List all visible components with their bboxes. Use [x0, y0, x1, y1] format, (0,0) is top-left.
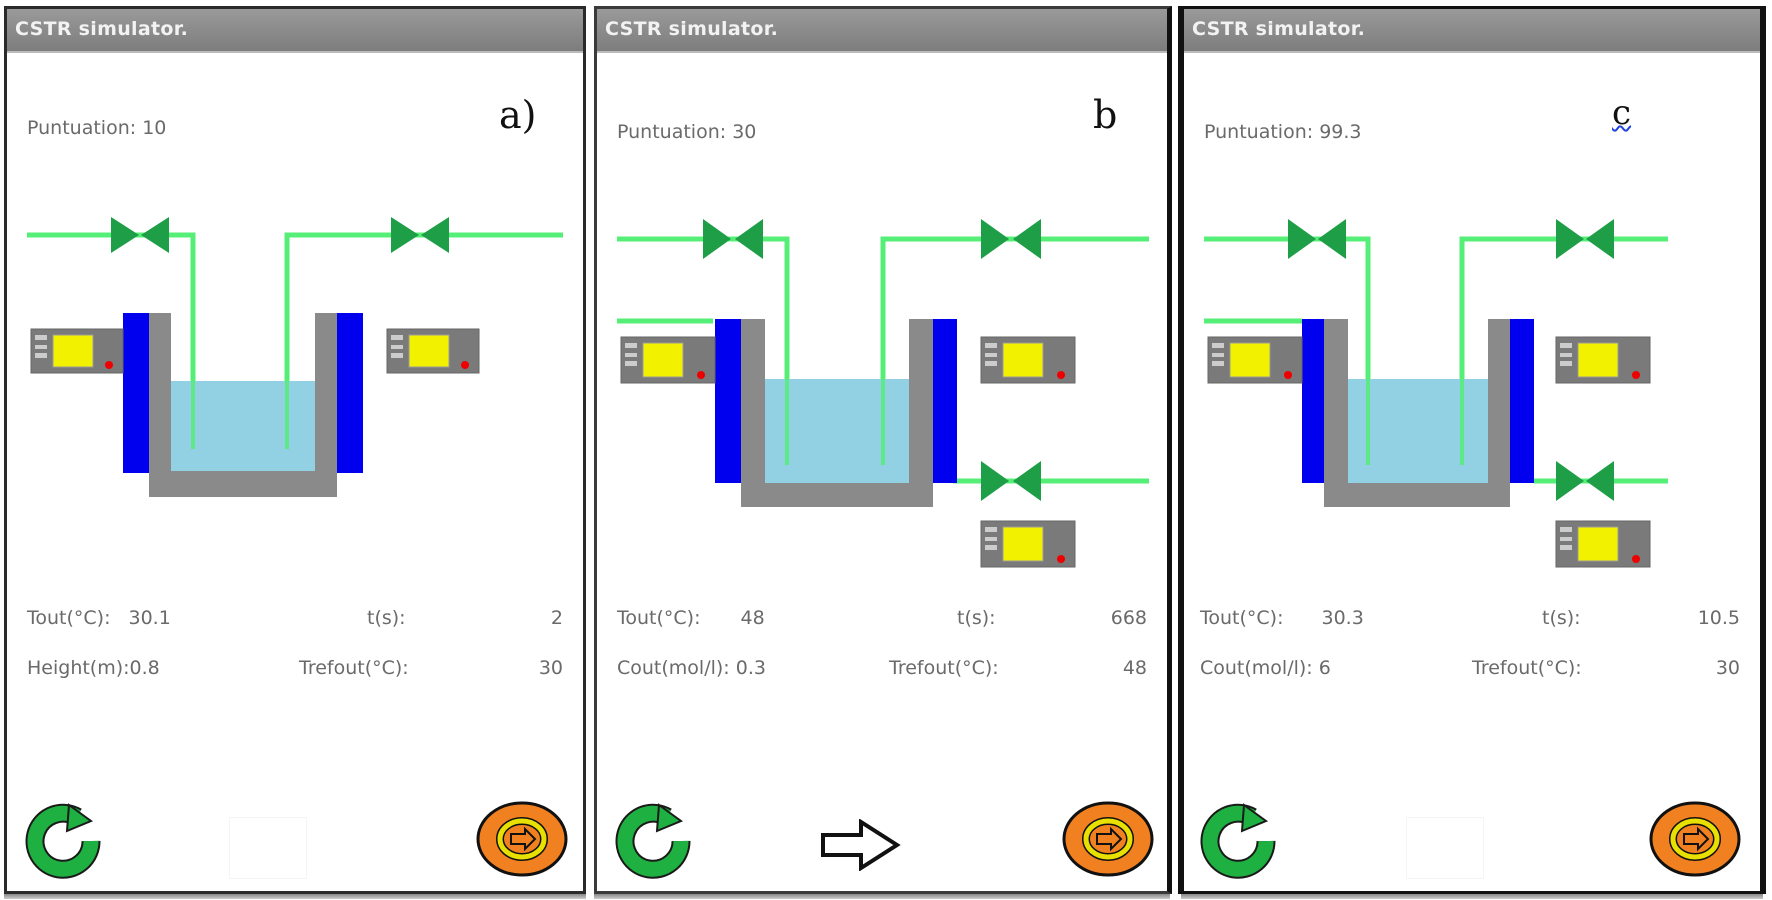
- reset-icon[interactable]: [25, 801, 105, 881]
- trefout-label: Trefout(°C):: [889, 657, 999, 679]
- score-value: 10: [142, 117, 167, 139]
- cooling-jacket-left: [1302, 319, 1324, 483]
- tout-value: 30.1: [128, 607, 171, 629]
- panel-tag: b: [1093, 93, 1118, 137]
- cooling-jacket-left: [715, 319, 741, 483]
- controller-right[interactable]: [1555, 336, 1651, 384]
- controller-left[interactable]: [620, 336, 716, 384]
- height-label: Height(m):: [27, 657, 130, 679]
- run-icon[interactable]: [475, 799, 569, 879]
- controller-right[interactable]: [386, 328, 480, 374]
- window-title: CSTR simulator.: [605, 18, 779, 40]
- score-label: Puntuation:: [1204, 121, 1314, 143]
- window-title: CSTR simulator.: [1192, 18, 1366, 40]
- controller-left[interactable]: [30, 328, 124, 374]
- inlet-valve[interactable]: [111, 217, 169, 253]
- controller-right[interactable]: [980, 336, 1076, 384]
- tout-label: Tout(°C):: [1200, 607, 1284, 629]
- time-label: t(s):: [957, 607, 996, 629]
- score-label: Puntuation:: [617, 121, 727, 143]
- reactor-diagram: [1204, 219, 1668, 568]
- score-readout: Puntuation: 10: [27, 117, 166, 139]
- trefout-value: 48: [1122, 657, 1147, 679]
- simulator-window-c: CSTR simulator. Puntuation: 99.3 c: [1178, 6, 1766, 899]
- next-arrow-icon[interactable]: [819, 819, 901, 871]
- time-value: 10.5: [1697, 607, 1740, 629]
- time-value: 2: [550, 607, 563, 629]
- time-label: t(s):: [1542, 607, 1581, 629]
- height-value: 0.8: [129, 657, 160, 679]
- time-label: t(s):: [367, 607, 406, 629]
- panel-tag: a): [499, 93, 537, 137]
- hidden-button: [229, 817, 307, 879]
- score-value: 99.3: [1319, 121, 1362, 143]
- trefout-label: Trefout(°C):: [299, 657, 409, 679]
- reset-icon[interactable]: [1200, 801, 1280, 881]
- tout-label: Tout(°C):: [27, 607, 111, 629]
- coolant-outlet-valve[interactable]: [1556, 461, 1614, 501]
- reactor-liquid: [1348, 379, 1488, 483]
- window-title: CSTR simulator.: [15, 18, 189, 40]
- outlet-valve-top[interactable]: [391, 217, 449, 253]
- controller-left[interactable]: [1207, 336, 1303, 384]
- cout-value: 6: [1318, 657, 1331, 679]
- title-bar: CSTR simulator.: [597, 9, 1167, 53]
- reset-icon[interactable]: [615, 801, 695, 881]
- reactor-diagram: [27, 217, 563, 497]
- cooling-jacket-right: [337, 313, 363, 473]
- score-readout: Puntuation: 30: [617, 121, 756, 143]
- cooling-jacket-right: [1510, 319, 1534, 483]
- trefout-value: 30: [538, 657, 563, 679]
- cout-label: Cout(mol/l):: [1200, 657, 1313, 679]
- cooling-jacket-right: [933, 319, 957, 483]
- feed-pipe: [27, 232, 563, 409]
- simulator-window-b: CSTR simulator. Puntuation: 30 b: [594, 6, 1172, 899]
- reactor-diagram: [617, 219, 1149, 568]
- run-icon[interactable]: [1648, 799, 1742, 879]
- panel-tag: c: [1612, 93, 1632, 133]
- tout-value: 30.3: [1321, 607, 1364, 629]
- inlet-valve[interactable]: [1288, 219, 1346, 259]
- cooling-jacket-left: [123, 313, 149, 473]
- outlet-valve-top[interactable]: [981, 219, 1041, 259]
- title-bar: CSTR simulator.: [1184, 9, 1760, 53]
- run-icon[interactable]: [1061, 799, 1155, 879]
- controller-coolant[interactable]: [980, 520, 1076, 568]
- reactor-vessel: [741, 319, 933, 507]
- coolant-outlet-valve[interactable]: [981, 461, 1041, 501]
- outlet-valve-top[interactable]: [1556, 219, 1614, 259]
- controller-coolant[interactable]: [1555, 520, 1651, 568]
- time-value: 668: [1110, 607, 1147, 629]
- reactor-vessel: [149, 313, 337, 497]
- cout-value: 0.3: [735, 657, 766, 679]
- score-value: 30: [732, 121, 757, 143]
- title-bar: CSTR simulator.: [7, 9, 583, 53]
- reactor-vessel: [1324, 319, 1510, 507]
- inlet-valve[interactable]: [703, 219, 763, 259]
- tout-value: 48: [740, 607, 765, 629]
- simulator-window-a: CSTR simulator. Puntuation: 10 a) Tout(°…: [4, 6, 586, 899]
- score-readout: Puntuation: 99.3: [1204, 121, 1362, 143]
- hidden-button: [1406, 817, 1484, 879]
- trefout-value: 30: [1715, 657, 1740, 679]
- trefout-label: Trefout(°C):: [1472, 657, 1582, 679]
- tout-label: Tout(°C):: [617, 607, 701, 629]
- score-label: Puntuation:: [27, 117, 137, 139]
- cout-label: Cout(mol/l):: [617, 657, 730, 679]
